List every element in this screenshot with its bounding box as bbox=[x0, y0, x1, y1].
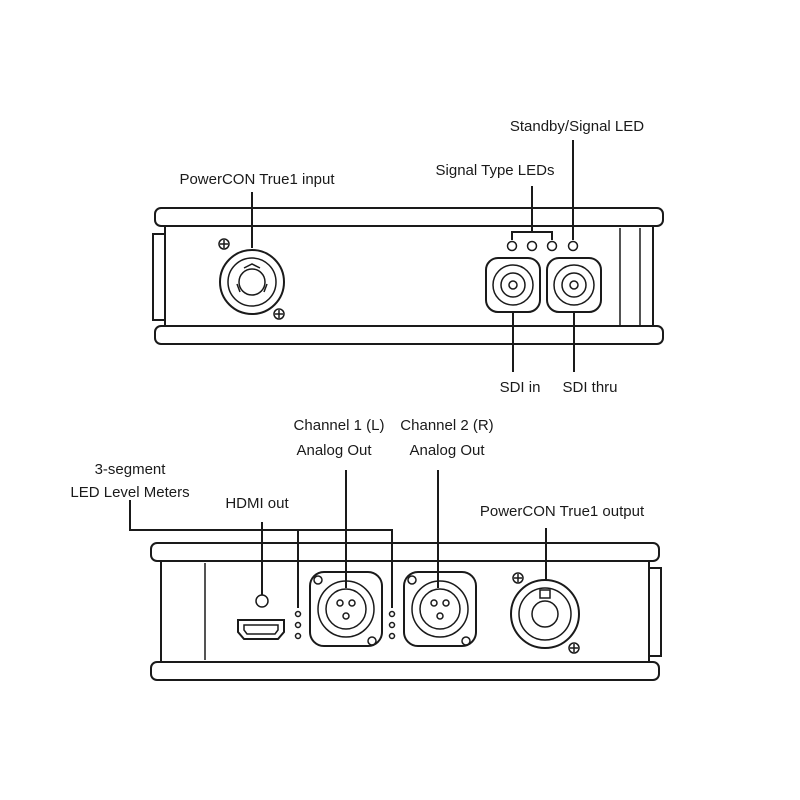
bottom-panel-lower-rail bbox=[150, 661, 660, 681]
screw-icon bbox=[568, 642, 580, 654]
bottom-panel-upper-rail bbox=[150, 542, 660, 562]
sdi-in-label: SDI in bbox=[500, 379, 541, 396]
standby-led-label: Standby/Signal LED bbox=[510, 118, 644, 135]
level-meter-led-icon bbox=[294, 610, 302, 618]
signal-type-leds-label: Signal Type LEDs bbox=[436, 162, 555, 179]
channel2-label-line1: Channel 2 (R) bbox=[400, 417, 493, 434]
meters-label-line1: 3-segment bbox=[95, 461, 167, 478]
screw-icon bbox=[367, 636, 377, 646]
top-panel-lower-rail bbox=[154, 325, 664, 345]
hdmi-port-icon bbox=[237, 619, 285, 640]
powercon-output-label: PowerCON True1 output bbox=[480, 503, 645, 520]
leader-line bbox=[129, 500, 393, 608]
standby-signal-led-icon bbox=[567, 240, 579, 252]
level-meter-led-icon bbox=[388, 621, 396, 629]
channel2-label-line2: Analog Out bbox=[409, 442, 485, 459]
signal-type-led-icon bbox=[546, 240, 558, 252]
screw-icon bbox=[407, 575, 417, 585]
channel1-label-line1: Channel 1 (L) bbox=[294, 417, 385, 434]
top-panel-side-tab bbox=[152, 233, 166, 321]
screw-icon bbox=[218, 238, 230, 250]
screw-icon bbox=[461, 636, 471, 646]
hdmi-out-label: HDMI out bbox=[225, 495, 289, 512]
level-meter-led-icon bbox=[294, 632, 302, 640]
level-meter-led-icon bbox=[388, 632, 396, 640]
level-meter-led-icon bbox=[388, 610, 396, 618]
powercon-input-label: PowerCON True1 input bbox=[179, 171, 335, 188]
powercon-output-connector bbox=[510, 572, 580, 654]
sdi-thru-connector bbox=[546, 257, 602, 313]
hdmi-indicator-icon bbox=[255, 594, 269, 608]
sdi-thru-label: SDI thru bbox=[562, 379, 617, 396]
screw-icon bbox=[273, 308, 285, 320]
powercon-input-connector bbox=[218, 238, 285, 320]
xlr-channel2-connector bbox=[403, 571, 477, 647]
signal-type-led-icon bbox=[506, 240, 518, 252]
bottom-panel-side-tab bbox=[648, 567, 662, 657]
bottom-panel: Channel 1 (L) Analog Out Channel 2 (R) A… bbox=[70, 417, 662, 681]
sdi-in-connector bbox=[485, 257, 541, 313]
screw-icon bbox=[313, 575, 323, 585]
meters-label-line2: LED Level Meters bbox=[70, 484, 189, 501]
top-panel: Standby/Signal LED Signal Type LEDs Powe… bbox=[152, 118, 664, 396]
leader-line bbox=[511, 186, 553, 240]
screw-icon bbox=[512, 572, 524, 584]
level-meter-led-icon bbox=[294, 621, 302, 629]
channel1-label-line2: Analog Out bbox=[296, 442, 372, 459]
top-panel-upper-rail bbox=[154, 207, 664, 227]
signal-type-led-icon bbox=[526, 240, 538, 252]
